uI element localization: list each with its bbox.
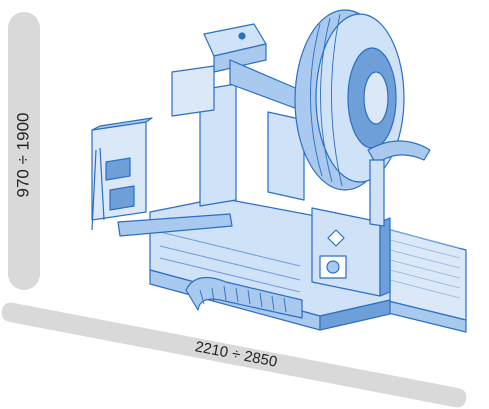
height-dimension-bar xyxy=(8,12,40,290)
length-dimension-bar xyxy=(1,302,467,408)
control-console xyxy=(311,207,391,297)
cable-chain xyxy=(185,276,303,319)
clamp-arm xyxy=(367,140,431,227)
length-dimension-label: 2210 ÷ 2850 xyxy=(194,338,279,371)
length-dimension: 2210 ÷ 2850 xyxy=(1,302,467,408)
height-dimension: 970 ÷ 1900 xyxy=(8,12,40,290)
main-column xyxy=(171,23,305,207)
accessory-cabinet xyxy=(91,117,153,231)
tool-arm xyxy=(117,213,233,237)
height-dimension-label: 970 ÷ 1900 xyxy=(13,113,32,198)
tire-changer-machine xyxy=(91,9,467,333)
truck-tire xyxy=(294,9,405,191)
